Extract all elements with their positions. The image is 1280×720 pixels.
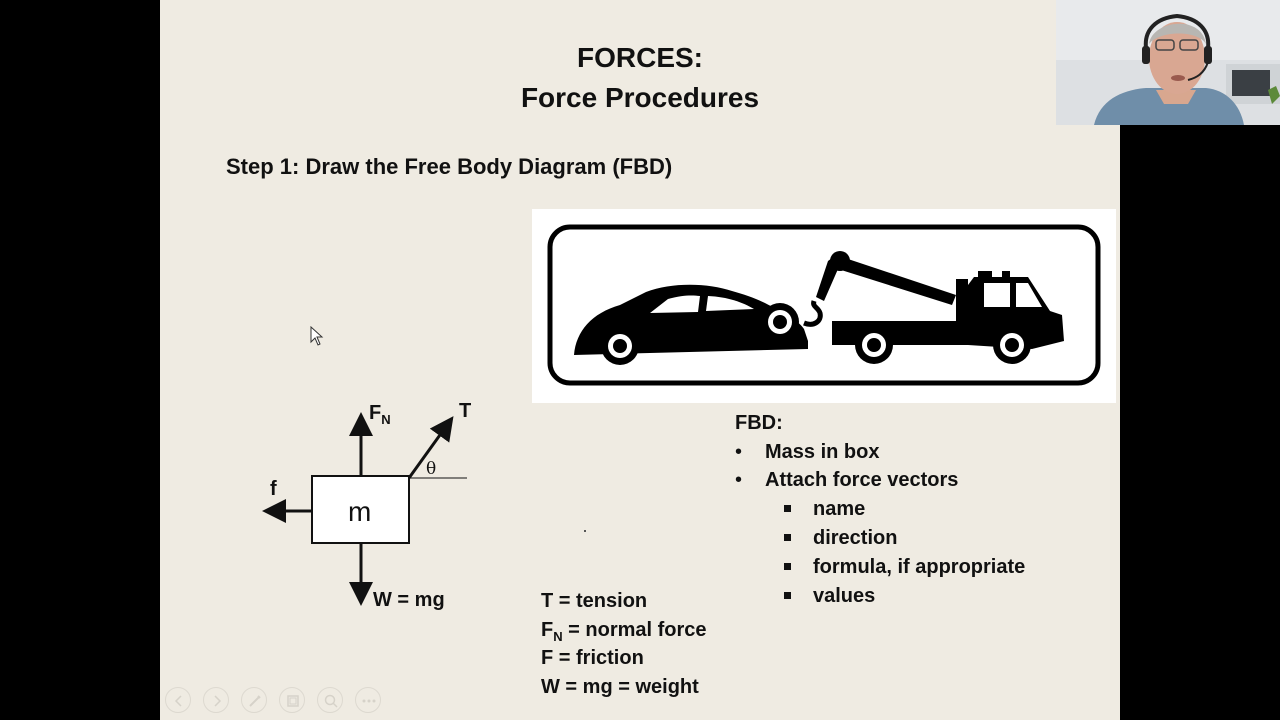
more-options-button[interactable] (355, 687, 381, 713)
mass-box (311, 475, 410, 544)
zoom-button[interactable] (317, 687, 343, 713)
angle-label: θ (426, 459, 437, 479)
tension-label: T (459, 400, 472, 422)
force-legend: T = tension FN = normal force F = fricti… (541, 587, 707, 702)
legend-tension: T = tension (541, 590, 648, 612)
legend-normal-subscript: N (553, 628, 563, 644)
stray-dot (584, 530, 586, 532)
mouse-cursor-icon (310, 326, 324, 346)
square-bullet-icon (784, 563, 791, 570)
normal-force-letter: F (369, 402, 382, 424)
see-all-slides-button[interactable] (279, 687, 305, 713)
pen-tool-button[interactable] (241, 687, 267, 713)
more-dots-icon (362, 699, 376, 703)
bullet-icon: • (735, 441, 743, 463)
list-item-label: Attach force vectors (765, 469, 959, 491)
normal-force-subscript: N (381, 412, 391, 427)
next-slide-button[interactable] (203, 687, 229, 713)
legend-normal-text: = normal force (562, 618, 707, 641)
tension-arrow (407, 416, 454, 479)
square-bullet-icon (784, 592, 791, 599)
slide-title-line-1: FORCES: (577, 42, 703, 73)
list-item-label: Mass in box (765, 441, 880, 463)
fbd-heading: FBD: (735, 412, 783, 434)
legend-normal-letter: F (541, 618, 554, 641)
arrow-left-icon (174, 695, 182, 707)
legend-friction: F = friction (541, 647, 644, 670)
slide: FORCES: Force Procedures Step 1: Draw th… (160, 0, 1120, 720)
arrow-right-icon (214, 695, 222, 707)
legend-normal: FN = normal force (541, 616, 707, 645)
square-bullet-icon (784, 534, 791, 541)
sub-list-item-label: direction (813, 527, 898, 549)
tow-truck-icon (547, 224, 1101, 386)
bullet-icon: • (735, 469, 743, 491)
slide-title-line-2: Force Procedures (520, 82, 760, 113)
square-bullet-icon (784, 505, 791, 512)
friction-label: f (270, 478, 277, 500)
sub-list-item-label: formula, if appropriate (813, 556, 1026, 578)
tow-truck-sign-image (532, 209, 1116, 403)
step-heading: Step 1: Draw the Free Body Diagram (FBD) (226, 154, 673, 179)
mass-label: m (348, 496, 372, 527)
weight-label: W = mg (373, 589, 445, 611)
presenter-video-image (1056, 0, 1280, 125)
magnifier-icon (324, 694, 338, 708)
free-body-diagram (262, 412, 467, 606)
sub-list-item-label: values (813, 585, 876, 607)
presenter-webcam (1056, 0, 1280, 125)
pen-icon (249, 695, 261, 707)
previous-slide-button[interactable] (165, 687, 191, 713)
sub-list-item-label: name (813, 498, 866, 520)
legend-weight: W = mg = weight (541, 676, 699, 699)
normal-force-label: FN (369, 402, 391, 427)
slides-grid-icon (287, 695, 299, 707)
